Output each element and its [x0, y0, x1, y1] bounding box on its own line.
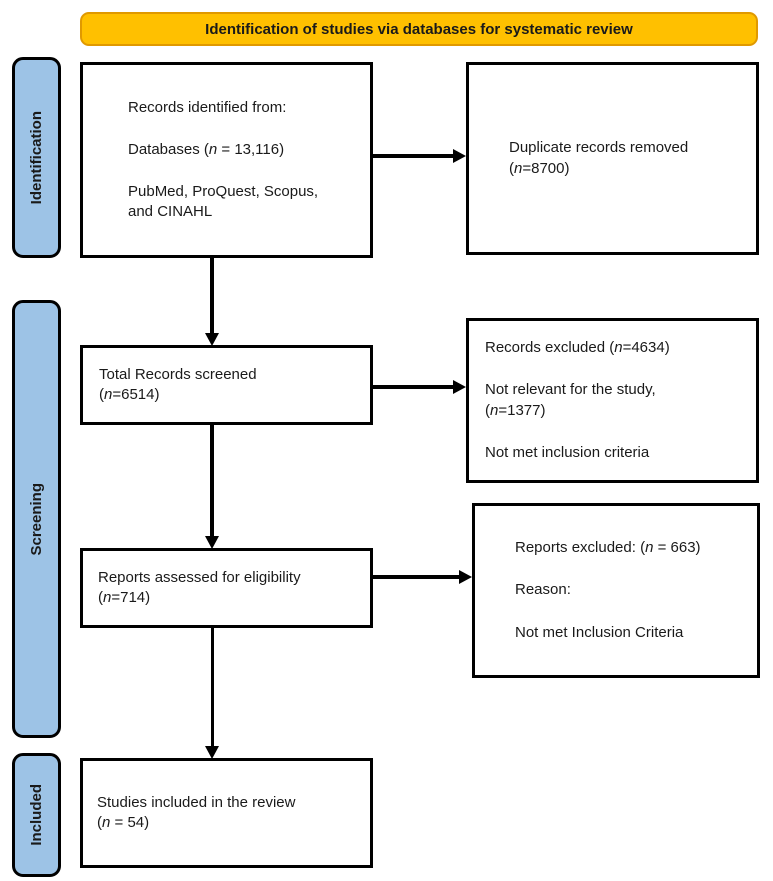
box-records-screened: Total Records screened(n=6514) — [80, 345, 373, 425]
arrowhead-right-icon — [453, 149, 466, 163]
arrow-screened-to-assessed — [205, 425, 219, 549]
arrow-shaft — [210, 425, 214, 538]
arrowhead-down-icon — [205, 746, 219, 759]
arrow-shaft — [210, 258, 214, 335]
stage-label-included-text: Included — [28, 784, 45, 846]
box-text-line: Duplicate records removed(n=8700) — [509, 139, 689, 177]
box-text-line: Reports excluded: (n = 663) — [515, 539, 701, 557]
box-text-line: Reason: — [515, 581, 571, 599]
box-text-line: Records identified from: — [128, 98, 287, 116]
arrow-identified-to-duplicates — [373, 149, 466, 163]
arrow-shaft — [373, 385, 455, 389]
box-text-line: PubMed, ProQuest, Scopus,and CINAHL — [128, 183, 319, 221]
arrowhead-down-icon — [205, 536, 219, 549]
banner: Identification of studies via databases … — [80, 12, 758, 46]
arrowhead-down-icon — [205, 333, 219, 346]
arrow-screened-to-excluded — [373, 380, 466, 394]
stage-label-identification-text: Identification — [28, 110, 45, 205]
arrow-identified-to-screened — [205, 258, 219, 346]
box-text-line: Not met inclusion criteria — [485, 443, 650, 461]
box-text-line: Studies included in the review(n = 54) — [97, 793, 296, 831]
arrow-shaft — [210, 628, 214, 748]
box-records-identified: Records identified from: Databases (n = … — [80, 62, 373, 258]
stage-label-screening-text: Screening — [28, 482, 45, 556]
box-text-line: Not met Inclusion Criteria — [515, 623, 684, 641]
banner-label: Identification of studies via databases … — [205, 20, 633, 38]
arrow-assessed-to-reports-excluded — [373, 570, 472, 584]
box-records-excluded: Records excluded (n=4634) Not relevant f… — [466, 318, 759, 483]
arrow-shaft — [373, 575, 461, 579]
stage-label-identification: Identification — [12, 57, 61, 258]
stage-label-screening: Screening — [12, 300, 61, 738]
box-text-line: Databases (n = 13,116) — [128, 140, 285, 158]
box-text-line: Total Records screened(n=6514) — [99, 365, 257, 403]
box-text-line: Not relevant for the study,(n=1377) — [485, 381, 656, 419]
arrowhead-right-icon — [459, 570, 472, 584]
arrow-assessed-to-included — [205, 628, 219, 759]
arrowhead-right-icon — [453, 380, 466, 394]
box-text-line: Records excluded (n=4634) — [485, 339, 670, 356]
arrow-shaft — [373, 154, 455, 158]
box-studies-included: Studies included in the review(n = 54) — [80, 758, 373, 868]
box-duplicate-records-removed: Duplicate records removed(n=8700) — [466, 62, 759, 255]
stage-label-included: Included — [12, 753, 61, 877]
box-text-line: Reports assessed for eligibility(n=714) — [98, 568, 301, 606]
box-reports-assessed: Reports assessed for eligibility(n=714) — [80, 548, 373, 628]
box-reports-excluded: Reports excluded: (n = 663) Reason: Not … — [472, 503, 760, 678]
